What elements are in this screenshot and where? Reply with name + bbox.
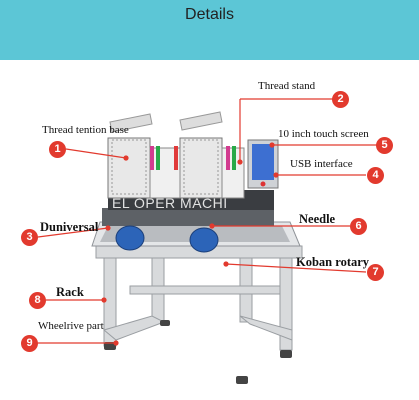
part-7-label: Koban rotary — [296, 255, 370, 269]
part-2-label: Thread stand — [258, 80, 316, 92]
part-9-badge: 9 — [21, 335, 38, 352]
touch-screen — [247, 139, 279, 189]
part-8-label: Rack — [56, 285, 84, 299]
part-1-label: Thread tention base — [42, 124, 129, 136]
page-title: Details — [185, 6, 234, 23]
part-3-badge: 3 — [21, 229, 38, 246]
wheels — [104, 320, 292, 384]
part-4-label: USB interface — [290, 158, 353, 170]
part-8-badge: 8 — [29, 292, 46, 309]
rotary-hooks — [115, 225, 219, 253]
thread-spools — [150, 146, 236, 170]
part-6-badge: 6 — [350, 218, 367, 235]
embroidery-machine-illustration — [91, 104, 303, 384]
part-5-label: 10 inch touch screen — [278, 128, 369, 140]
part-9-label: Wheelrive part — [38, 320, 104, 332]
part-4-badge: 4 — [367, 167, 384, 184]
part-2-badge: 2 — [332, 91, 349, 108]
part-6-label: Needle — [299, 212, 336, 226]
part-3-label: Duniversal — [40, 220, 99, 234]
watermark-text: EL OPER MACHI — [112, 195, 228, 211]
rack-frame — [95, 245, 303, 351]
machine-body — [102, 208, 274, 226]
header-bar: Details — [0, 0, 419, 60]
part-7-badge: 7 — [367, 264, 384, 281]
part-1-badge: 1 — [49, 141, 66, 158]
part-5-badge: 5 — [376, 137, 393, 154]
